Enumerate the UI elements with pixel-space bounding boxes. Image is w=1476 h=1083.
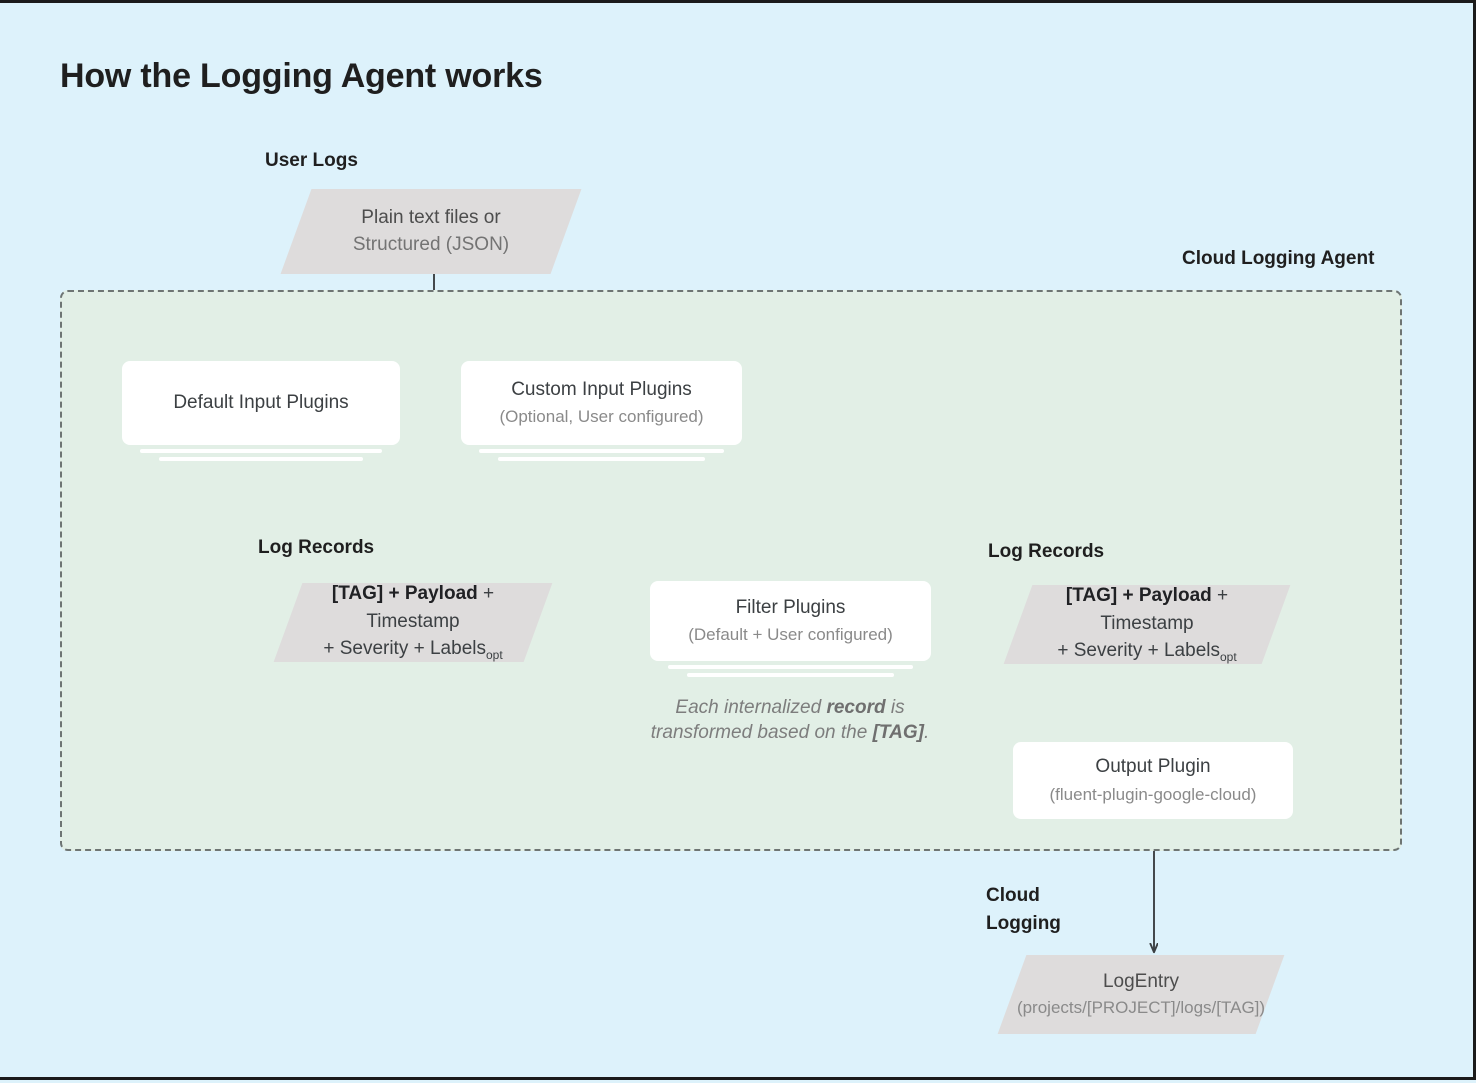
card-stack-line-2 xyxy=(498,457,705,461)
card-stack-line-1 xyxy=(140,449,382,453)
node-subtitle: (Default + User configured) xyxy=(688,625,893,645)
node-subtitle: (Optional, User configured) xyxy=(499,407,704,427)
node-output-plugin[interactable]: Output Plugin (fluent-plugin-google-clou… xyxy=(1013,742,1293,819)
card-stack-line-2 xyxy=(687,673,894,677)
node-title: Default Input Plugins xyxy=(173,391,349,413)
card-body: Default Input Plugins xyxy=(122,361,400,445)
node-user-logs-line1: Plain text files or xyxy=(361,206,501,228)
node-log-entry[interactable]: LogEntry (projects/[PROJECT]/logs/[TAG]) xyxy=(997,955,1285,1034)
node-log-record-out-text: [TAG] + Payload + Timestamp+ Severity + … xyxy=(1057,585,1237,665)
node-log-record-out[interactable]: [TAG] + Payload + Timestamp+ Severity + … xyxy=(1003,585,1291,665)
card-body: Output Plugin (fluent-plugin-google-clou… xyxy=(1013,742,1293,819)
node-log-record-in-text: [TAG] + Payload + Timestamp+ Severity + … xyxy=(323,583,503,663)
card-stack-line-1 xyxy=(668,665,913,669)
node-title: Filter Plugins xyxy=(735,596,846,618)
zone-label-log-records-right: Log Records xyxy=(988,541,1105,562)
card-body: Custom Input Plugins (Optional, User con… xyxy=(461,361,742,445)
node-custom-input-plugins[interactable]: Custom Input Plugins (Optional, User con… xyxy=(461,361,742,461)
node-title: Custom Input Plugins xyxy=(511,378,692,400)
node-log-record-in[interactable]: [TAG] + Payload + Timestamp+ Severity + … xyxy=(273,583,553,663)
node-default-input-plugins[interactable]: Default Input Plugins xyxy=(122,361,400,461)
node-log-entry-line1: LogEntry xyxy=(1102,970,1180,992)
node-subtitle: (fluent-plugin-google-cloud) xyxy=(1049,784,1257,804)
card-body: Filter Plugins (Default + User configure… xyxy=(650,581,931,661)
card-stack-line-2 xyxy=(159,457,363,461)
zone-label-cloud-logging: Cloud Logging xyxy=(986,885,1061,934)
node-user-logs-source[interactable]: Plain text files or Structured (JSON) xyxy=(280,189,582,274)
node-user-logs-line2: Structured (JSON) xyxy=(352,233,510,255)
zone-label-cloud-logging-agent: Cloud Logging Agent xyxy=(1182,248,1375,269)
card-stack-line-1 xyxy=(479,449,724,453)
zone-label-log-records-left: Log Records xyxy=(258,537,375,558)
page-title: How the Logging Agent works xyxy=(60,57,543,95)
node-filter-plugins[interactable]: Filter Plugins (Default + User configure… xyxy=(650,581,931,677)
zone-label-user-logs: User Logs xyxy=(265,150,358,171)
node-title: Output Plugin xyxy=(1095,756,1211,778)
node-log-entry-line2: (projects/[PROJECT]/logs/[TAG]) xyxy=(1016,997,1266,1017)
